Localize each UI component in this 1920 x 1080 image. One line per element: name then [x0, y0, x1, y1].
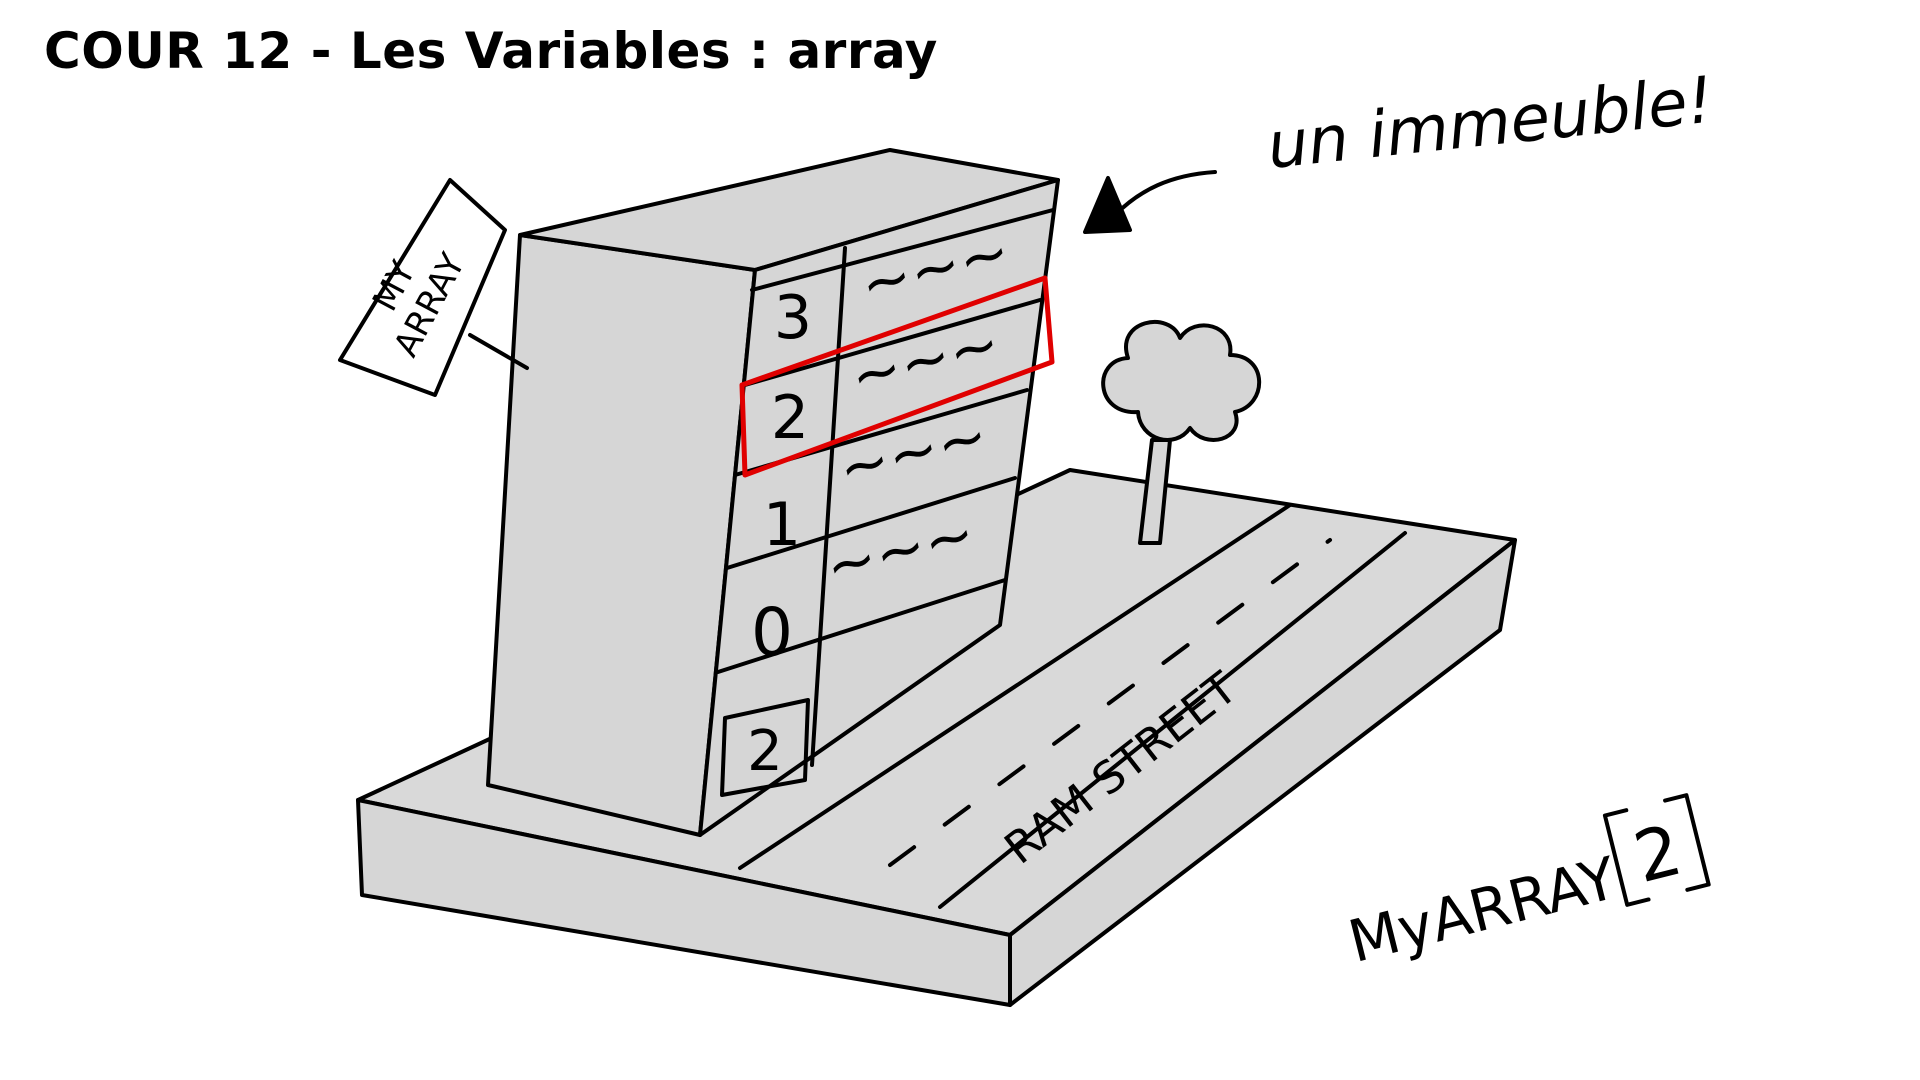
expression-name: MyARRAY [1342, 844, 1624, 976]
street-center-dashes [888, 538, 1332, 867]
array-access-expression: MyARRAY 2 [1342, 793, 1711, 976]
sign-board [338, 178, 507, 397]
floor-index-3: 3 [774, 283, 812, 353]
annotation: un immeuble! [1083, 64, 1717, 234]
door-label: 2 [747, 719, 783, 784]
floor-divider-2 [743, 298, 1042, 387]
annotation-arrow-line [1113, 170, 1217, 217]
array-sign: MY ARRAY [338, 178, 529, 397]
building: 3 2 1 0 ~~~ ~~~ ~~~ ~~~ 2 [486, 148, 1060, 837]
expression-bracket-close [1663, 793, 1711, 892]
door [720, 698, 810, 797]
expression-index: 2 [1626, 809, 1689, 899]
street-line-left [738, 503, 1292, 870]
floor-index-0: 0 [751, 594, 793, 671]
annotation-arrowhead-icon [1083, 176, 1132, 234]
building-column-divider [810, 246, 847, 767]
floor-divider-1 [750, 208, 1055, 292]
floor-index-1: 1 [763, 490, 801, 560]
page-title: COUR 12 - Les Variables : array [44, 22, 938, 80]
slab-side [1008, 538, 1517, 1007]
expression-bracket-open [1602, 808, 1651, 907]
tree [1101, 320, 1262, 545]
tree-canopy [1101, 320, 1262, 442]
street-line-right [938, 531, 1407, 909]
building-front-face [698, 178, 1060, 837]
highlighted-floor-box [739, 275, 1055, 478]
floor-divider-5 [716, 578, 1007, 674]
sign-pole [468, 333, 529, 370]
floor-index-2: 2 [771, 383, 809, 453]
floor-divider-4 [725, 476, 1017, 570]
annotation-text: un immeuble! [1264, 64, 1717, 184]
